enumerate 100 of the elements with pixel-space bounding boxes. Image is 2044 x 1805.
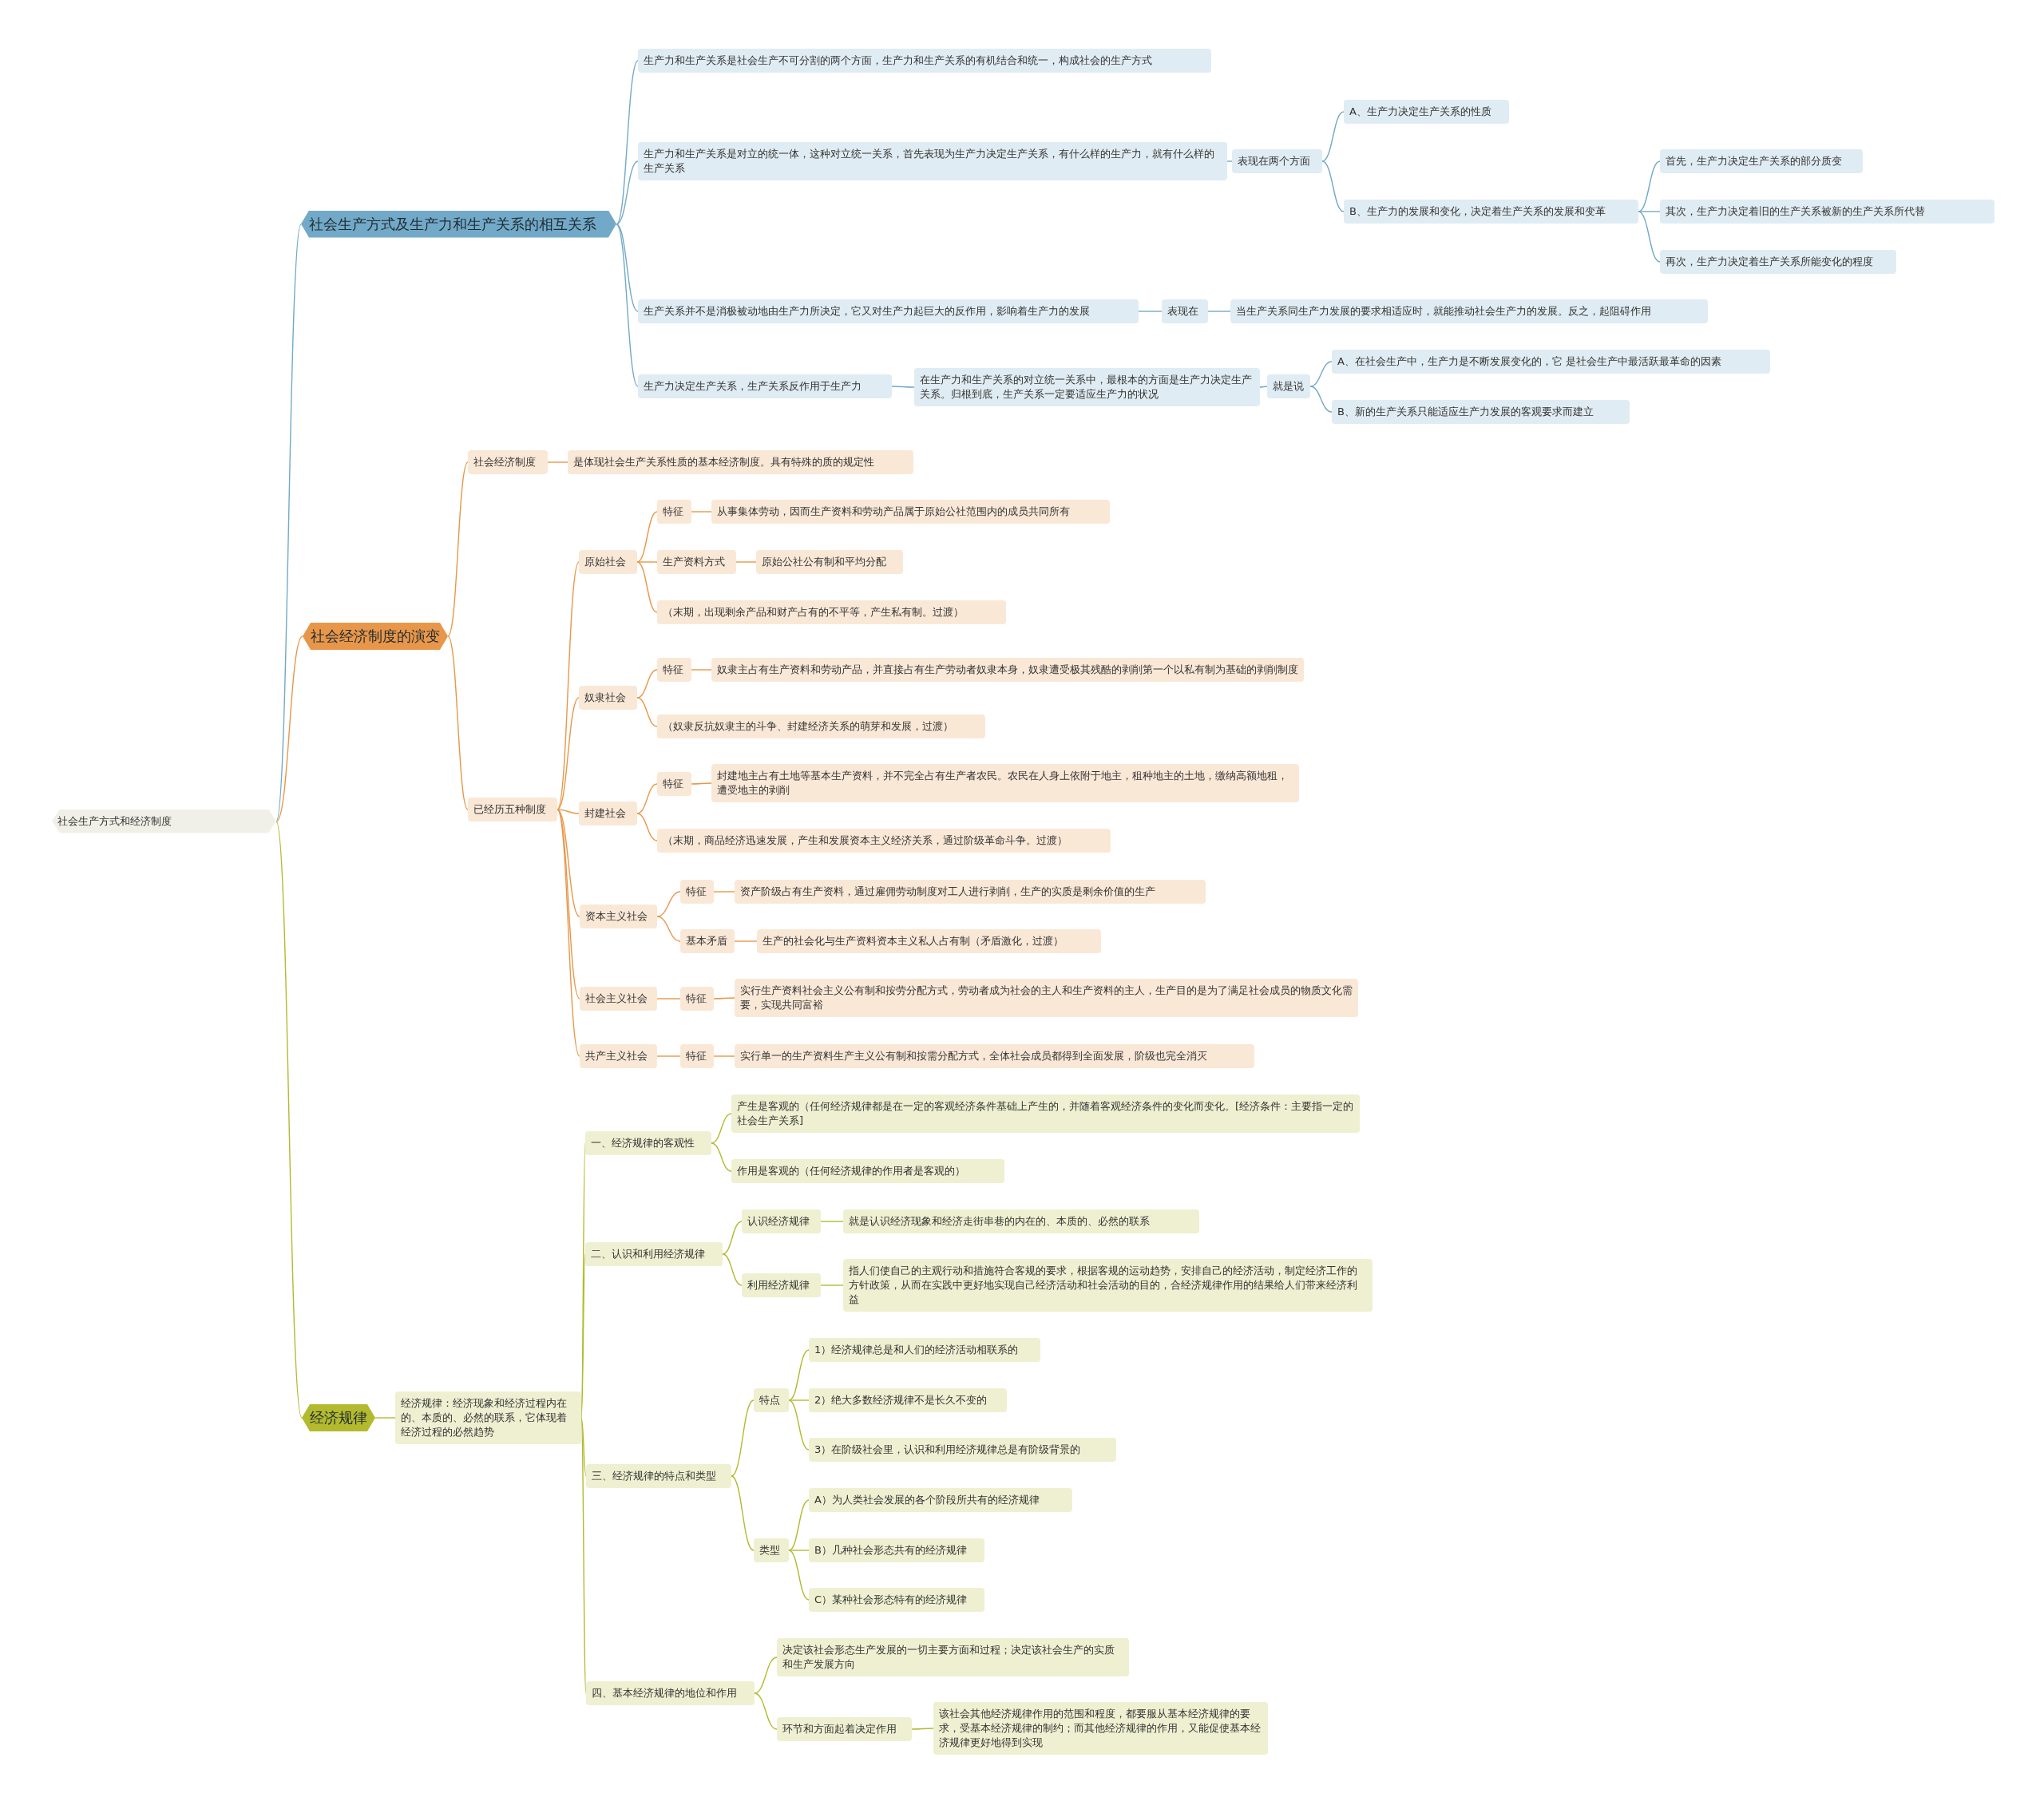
connector-line bbox=[1259, 386, 1268, 388]
connector-line bbox=[1309, 361, 1333, 387]
connector-line bbox=[713, 1055, 735, 1057]
topic-box: 利用经济规律 bbox=[742, 1273, 821, 1297]
connector-line bbox=[557, 809, 580, 1057]
connector-line bbox=[691, 782, 712, 785]
topic-box: 决定该社会形态生产发展的一切主要方面和过程；决定该社会生产的实质和生产发展方向 bbox=[777, 1637, 1129, 1676]
connector-line bbox=[820, 1284, 844, 1286]
topic-box: （奴隶反抗奴隶主的斗争、封建经济关系的萌芽和发展，过渡） bbox=[657, 714, 985, 738]
connector-line bbox=[722, 1253, 743, 1286]
connector-line bbox=[788, 1399, 810, 1451]
connector-line bbox=[636, 697, 658, 727]
connector-line bbox=[636, 561, 658, 613]
topic-box: 表现在 bbox=[1162, 299, 1208, 323]
connector-line bbox=[891, 386, 915, 388]
topic-box: 是体现社会生产关系性质的基本经济制度。具有特殊的质的规定性 bbox=[568, 449, 913, 474]
connector-line bbox=[656, 916, 681, 942]
topic-box: 环节和方面起着决定作用 bbox=[777, 1716, 912, 1741]
connector-line bbox=[616, 160, 639, 225]
connector-line bbox=[275, 635, 303, 822]
topic-box: 认识经济规律 bbox=[742, 1209, 821, 1233]
connector-line bbox=[636, 561, 658, 563]
connector-line bbox=[447, 635, 469, 810]
connector-line bbox=[656, 1055, 681, 1057]
connector-line bbox=[1638, 160, 1661, 212]
connector-line bbox=[636, 511, 658, 563]
connector-line bbox=[557, 809, 580, 814]
topic-box: 当生产关系同生产力发展的要求相适应时，就能推动社会生产力的发展。反之，起阻碍作用 bbox=[1230, 299, 1708, 323]
connector-line bbox=[691, 669, 712, 671]
connector-line bbox=[691, 511, 712, 513]
topic-box: B）几种社会形态共有的经济规律 bbox=[809, 1538, 984, 1562]
connector-line bbox=[1321, 111, 1345, 162]
connector-line bbox=[788, 1399, 810, 1401]
topic-box: 从事集体劳动，因而生产资料和劳动产品属于原始公社范围内的成员共同所有 bbox=[711, 499, 1110, 524]
connector-line bbox=[713, 997, 735, 999]
topic-box: 特征 bbox=[680, 1043, 714, 1068]
main-topic: 社会经济制度的演变 bbox=[303, 623, 448, 650]
connector-line bbox=[788, 1499, 810, 1551]
topic-box: 2）绝大多数经济规律不是长久不变的 bbox=[809, 1387, 1007, 1412]
connector-line bbox=[374, 1417, 396, 1419]
topic-box: 其次，生产力决定着旧的生产关系被新的生产关系所代替 bbox=[1660, 200, 1994, 224]
topic-box: 原始社会 bbox=[579, 550, 637, 574]
topic-box: 资产阶级占有生产资料，通过雇佣劳动制度对工人进行剥削，生产的实质是剩余价值的生产 bbox=[735, 879, 1206, 904]
topic-box: A、生产力决定生产关系的性质 bbox=[1344, 99, 1509, 124]
topic-box: 生产的社会化与生产资料资本主义私人占有制（矛盾激化，过渡） bbox=[757, 928, 1101, 953]
topic-box: 资本主义社会 bbox=[580, 904, 657, 928]
topic-box: 封建地主占有土地等基本生产资料，并不完全占有生产者农民。农民在人身上依附于地主，租种地主的土地，缴纳高额地租，遭受地主的剥削 bbox=[711, 763, 1299, 802]
connector-line bbox=[557, 697, 580, 810]
central-topic: 社会生产方式和经济制度 bbox=[52, 809, 276, 833]
connector-line bbox=[713, 891, 735, 893]
connector-line bbox=[275, 821, 303, 1419]
topic-box: 原始公社公有制和平均分配 bbox=[756, 550, 903, 574]
topic-box: 四、基本经济规律的地位和作用 bbox=[586, 1680, 755, 1705]
connector-line bbox=[788, 1349, 810, 1401]
topic-box: 生产力决定生产关系，生产关系反作用于生产力 bbox=[638, 374, 892, 398]
connector-line bbox=[788, 1550, 810, 1601]
topic-box: 3）在阶级社会里，认识和利用经济规律总是有阶级背景的 bbox=[809, 1438, 1116, 1462]
topic-box: 特征 bbox=[657, 499, 691, 524]
topic-box: 社会主义社会 bbox=[580, 986, 657, 1011]
topic-box: 1）经济规律总是和人们的经济活动相联系的 bbox=[809, 1338, 1040, 1362]
topic-box: 在生产力和生产关系的对立统一关系中，最根本的方面是生产力决定生产关系。归根到底，生产关系一定要适应生产力的状况 bbox=[914, 367, 1260, 406]
topic-box: C）某种社会形态特有的经济规律 bbox=[809, 1587, 984, 1612]
topic-box: 作用是客观的（任何经济规律的作用者是客观的） bbox=[731, 1159, 1004, 1183]
topic-box: 二、认识和利用经济规律 bbox=[585, 1242, 723, 1266]
topic-box: （末期，出现剩余产品和财产占有的不平等，产生私有制。过渡） bbox=[657, 600, 1006, 624]
topic-box: 产生是客观的（任何经济规律都是在一定的客观经济条件基础上产生的，并随着客观经济条件的变化而变化。[经济条件：主要指一定的社会生产关系] bbox=[731, 1094, 1360, 1133]
connector-line bbox=[1138, 311, 1163, 312]
main-topic: 经济规律 bbox=[302, 1404, 375, 1431]
topic-box: 生产力和生产关系是对立的统一体，这种对立统一关系，首先表现为生产力决定生产关系，有什么样的生产力，就有什么样的生产关系 bbox=[638, 142, 1227, 180]
main-topic: 社会生产方式及生产力和生产关系的相互关系 bbox=[301, 210, 616, 238]
topic-box: 奴隶主占有生产资料和劳动产品，并直接占有生产劳动者奴隶本身，奴隶遭受极其残酷的剥削第一个以私有制为基础的剥削制度 bbox=[711, 657, 1304, 682]
connector-line bbox=[547, 461, 568, 463]
topic-box: 生产关系并不是消极被动地由生产力所决定，它又对生产力起巨大的反作用，影响着生产力的发展 bbox=[638, 299, 1139, 323]
topic-box: 特征 bbox=[657, 772, 691, 796]
connector-line bbox=[636, 669, 658, 699]
topic-box: 表现在两个方面 bbox=[1232, 149, 1322, 173]
topic-box: （末期，商品经济迅速发展，产生和发展资本主义经济关系，通过阶级革命斗争。过渡） bbox=[657, 829, 1111, 853]
topic-box: 特征 bbox=[680, 879, 714, 904]
topic-box: 社会经济制度 bbox=[468, 449, 548, 474]
connector-line bbox=[636, 783, 658, 814]
topic-box: 类型 bbox=[754, 1538, 789, 1562]
topic-box: 特征 bbox=[657, 657, 691, 682]
connector-line bbox=[1309, 386, 1333, 413]
topic-box: 指人们使自己的主观行动和措施符合客规的要求，根据客规的运动趋势，安排自己的经济活动，制定经济工作的方针政策，从而在实践中更好地实现自己经济活动和社会活动的目的，合经济规律作用的结果给人们带来经济利益 bbox=[843, 1258, 1373, 1312]
connector-line bbox=[1321, 160, 1345, 212]
topic-box: 奴隶社会 bbox=[579, 686, 637, 710]
topic-box: 再次，生产力决定着生产关系所能变化的程度 bbox=[1660, 249, 1896, 274]
connector-line bbox=[557, 561, 580, 810]
topic-box: 首先，生产力决定生产关系的部分质变 bbox=[1660, 149, 1863, 173]
topic-box: 生产资料方式 bbox=[657, 550, 736, 574]
topic-box: 三、经济规律的特点和类型 bbox=[586, 1463, 731, 1488]
connector-line bbox=[711, 1142, 732, 1172]
connector-line bbox=[1638, 211, 1661, 263]
topic-box: 实行单一的生产资料生产主义公有制和按需分配方式，全体社会成员都得到全面发展，阶级也完全消灭 bbox=[735, 1043, 1254, 1068]
topic-box: 经济规律：经济现象和经济过程内在的、本质的、必然的联系，它体现着经济过程的必然趋势 bbox=[395, 1391, 581, 1444]
connector-line bbox=[911, 1728, 934, 1730]
topic-box: 该社会其他经济规律作用的范围和程度，都要服从基本经济规律的要求，受基本经济规律的制约；而其他经济规律的作用，又能促使基本经济规律更好地得到实现 bbox=[933, 1702, 1268, 1755]
connector-line bbox=[1638, 211, 1661, 212]
topic-box: 封建社会 bbox=[579, 802, 637, 825]
topic-box: 已经历五种制度 bbox=[468, 797, 557, 821]
